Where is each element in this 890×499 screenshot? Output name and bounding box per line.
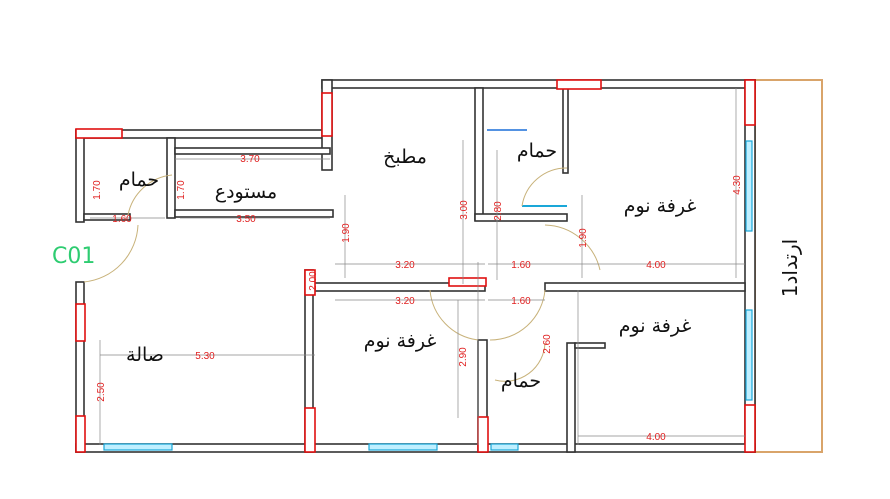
doors [83, 167, 601, 382]
setback-area [754, 79, 823, 453]
room-label-living: صالة [126, 344, 164, 366]
room-label-bedroom-top-right: غرفة نوم [624, 195, 697, 217]
dim-bedroom-tr-door: 1.90 [578, 228, 589, 248]
room-label-storage: مستودع [215, 181, 277, 203]
dim-corridor-width: 1.60 [511, 296, 531, 307]
dimension-lines [90, 88, 745, 445]
dim-bath-top-height: 2.80 [493, 201, 504, 221]
dim-bedroom-tr-height: 4.30 [732, 175, 743, 195]
setback-label: ارتداد1 [778, 239, 802, 297]
room-label-bedroom-center: غرفة نوم [364, 330, 437, 352]
dim-kitchen-corridor: 1.90 [341, 223, 352, 243]
dim-bath-bottom-height: 2.60 [542, 334, 553, 354]
dim-storage-width-top: 3.70 [240, 154, 260, 165]
dim-wall-segment: 2.00 [308, 271, 319, 291]
dim-living-height: 2.50 [96, 382, 107, 402]
dim-storage-width-bottom: 3.50 [236, 214, 256, 225]
dim-bath-left-height: 1.70 [92, 180, 103, 200]
dim-kitchen-width: 3.20 [395, 260, 415, 271]
room-label-bath-top: حمام [517, 140, 557, 162]
entrance-label: C01 [52, 244, 95, 269]
room-label-bedroom-bottom-right: غرفة نوم [619, 315, 692, 337]
room-label-bath-bottom: حمام [501, 370, 541, 392]
columns [75, 79, 756, 453]
dim-bath-top-width: 1.60 [511, 260, 531, 271]
dim-bedroom-c-height: 2.90 [458, 347, 469, 367]
room-label-bath-left: حمام [119, 169, 159, 191]
dim-bedroom-tr-width: 4.00 [646, 260, 666, 271]
dim-bedroom-c-width: 3.20 [395, 296, 415, 307]
dim-living-width: 5.30 [195, 351, 215, 362]
dim-storage-height: 1.70 [176, 180, 187, 200]
dim-bedroom-br-width: 4.00 [646, 432, 666, 443]
dim-kitchen-height: 3.00 [459, 200, 470, 220]
room-label-kitchen: مطبخ [383, 146, 427, 168]
dim-bath-left-width: 1.60 [112, 214, 132, 225]
windows [103, 129, 753, 451]
